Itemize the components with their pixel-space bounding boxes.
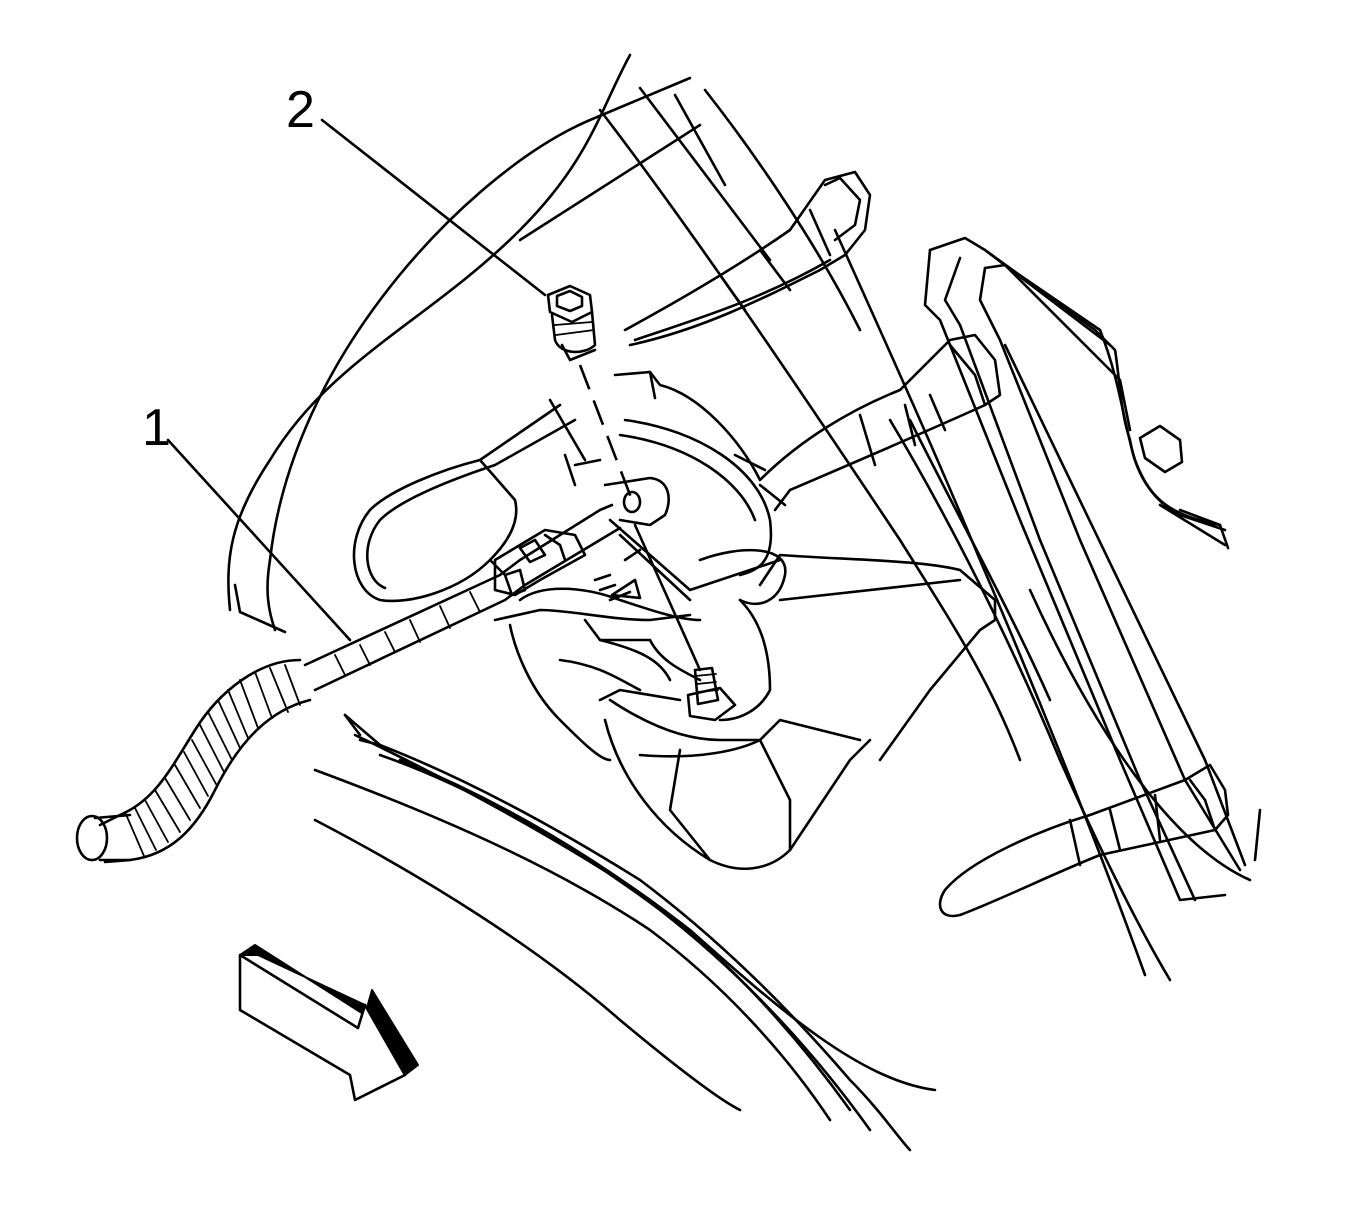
right-frame-member [923,236,1262,902]
upper-control-arm [623,170,872,347]
loop-bracket [352,398,602,603]
callout-2-label: 2 [286,81,315,139]
lower-panel [313,713,937,1152]
knuckle-mount [493,418,997,871]
callout-2-leader [320,118,547,297]
knuckle-stud [686,666,737,722]
callout-1: 1 [142,399,352,642]
middle-control-arm [613,333,1002,512]
lower-arm [938,763,1230,918]
front-direction-arrow-icon [238,944,419,1102]
callout-1-leader [166,438,352,642]
body-panel-outline [227,53,862,634]
mounting-bolt [546,284,597,362]
callout-1-label: 1 [142,399,171,457]
sensor-harness [75,503,622,864]
installation-axis [578,364,634,501]
installation-axis-lower [633,523,702,672]
callout-2: 2 [286,81,547,297]
sensor-bracket [593,476,782,602]
frame-rails [598,108,1172,982]
frame-nut-icon [1138,424,1184,474]
